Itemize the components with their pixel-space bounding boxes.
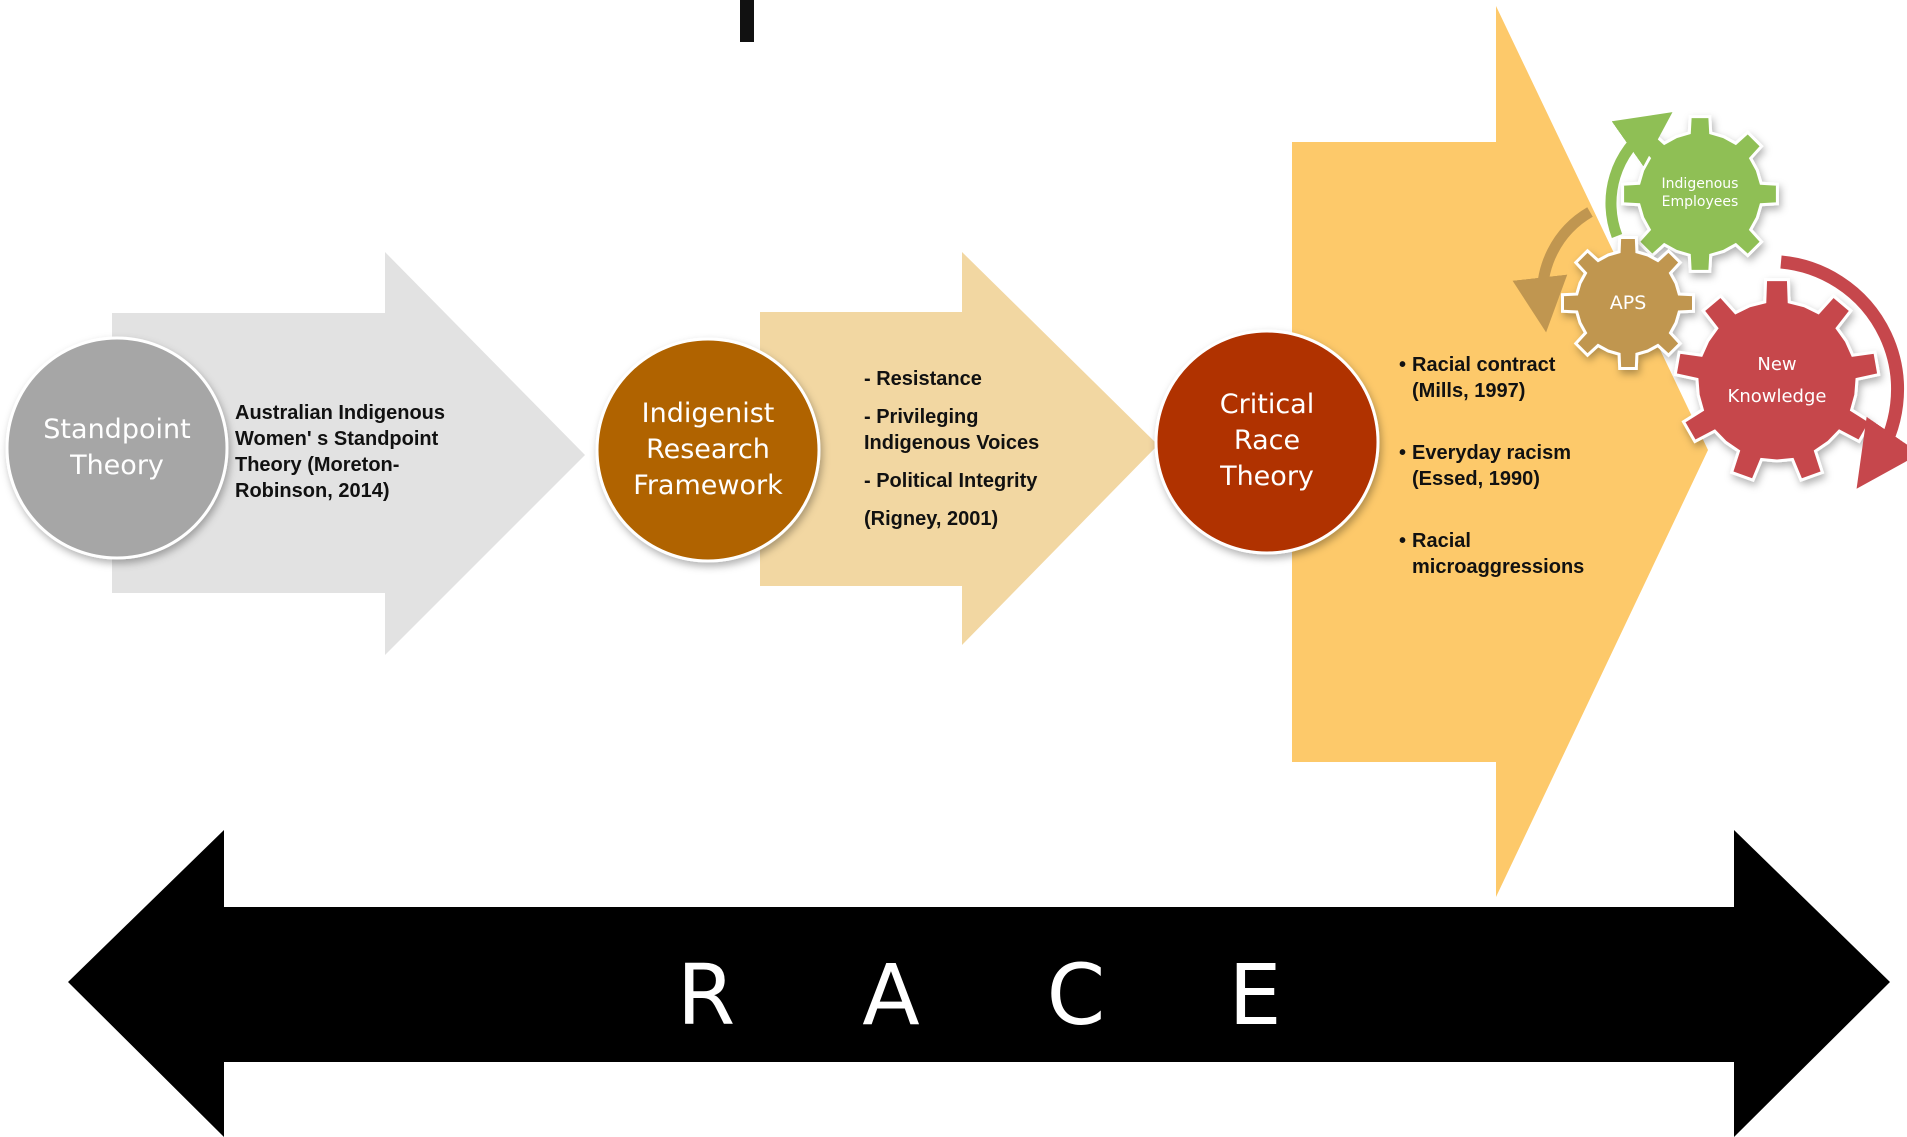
- stage-1-circle-label: Standpoint Theory: [17, 398, 217, 498]
- race-letter: A: [862, 946, 920, 1044]
- tan-cycle-arrow: [1512, 207, 1593, 333]
- red-cycle-arrow: [1780, 255, 1907, 489]
- stage-3-notes: • Racial contract (Mills, 1997) • Everyd…: [1399, 352, 1629, 580]
- stage-1-note-line: Women' s Standpoint: [235, 428, 439, 450]
- gear-label-line: New: [1757, 354, 1797, 375]
- stage-2-circle-label: Indigenist Research Framework: [608, 395, 808, 505]
- bullet-icon: •: [1399, 442, 1407, 464]
- stage-2-note-line: - Resistance: [864, 368, 982, 390]
- stage-1-notes: Australian Indigenous Women' s Standpoin…: [235, 400, 475, 504]
- stage-3-note-line: (Essed, 1990): [1412, 468, 1540, 490]
- stage-3-note-line: Racial contract: [1412, 354, 1556, 376]
- stage-circle-3: [1154, 329, 1380, 555]
- gear-label-line: Knowledge: [1727, 386, 1827, 407]
- stage-2-note-line: (Rigney, 2001): [864, 508, 999, 530]
- stage-1-label-line-1: Standpoint: [43, 414, 191, 445]
- stage-arrow-1: [112, 252, 585, 655]
- stage-3-label-line-1: Critical: [1219, 389, 1315, 420]
- stage-2-label-line-3: Framework: [633, 470, 783, 501]
- stage-1-note-line: Theory (Moreton-: [235, 454, 400, 476]
- stage-3-label-line-2: Race: [1233, 425, 1301, 456]
- gear-indigenous-employees-label: Indigenous Employees: [1640, 168, 1760, 218]
- green-cycle-arrow: [1605, 112, 1673, 238]
- race-letter: E: [1228, 946, 1282, 1044]
- bullet-icon: •: [1399, 530, 1407, 552]
- stage-2-note-line: Indigenous Voices: [864, 432, 1040, 454]
- bullet-icon: •: [1399, 354, 1407, 376]
- stage-1-label-line-2: Theory: [70, 450, 164, 481]
- stage-2-label-line-1: Indigenist: [641, 398, 775, 429]
- race-letter: C: [1046, 946, 1106, 1044]
- stage-circle-2: [595, 337, 821, 563]
- stage-1-note-line: Robinson, 2014): [235, 480, 390, 502]
- gear-label-line: Employees: [1661, 194, 1739, 210]
- gear-new-knowledge-label: New Knowledge: [1712, 348, 1842, 414]
- stage-circle-1: [5, 336, 229, 560]
- race-letter: R: [676, 946, 736, 1044]
- cropped-title-glyph: [740, 0, 754, 42]
- stage-2-notes: - Resistance - Privileging Indigenous Vo…: [864, 366, 1094, 532]
- gear-aps-label: APS: [1578, 285, 1678, 321]
- stage-3-note-line: Racial: [1412, 530, 1471, 552]
- stage-3-bullet-1: • Racial contract (Mills, 1997): [1399, 352, 1629, 404]
- gear-label-line: APS: [1609, 292, 1647, 314]
- gear-aps: [1561, 236, 1695, 370]
- gear-new-knowledge: [1673, 278, 1881, 482]
- stage-arrow-3: [1292, 6, 1708, 897]
- stage-3-bullet-3: • Racial microaggressions: [1399, 528, 1629, 580]
- stage-2-label-line-2: Research: [646, 434, 770, 465]
- stage-3-note-line: microaggressions: [1412, 556, 1585, 578]
- stage-3-note-line: (Mills, 1997): [1412, 380, 1526, 402]
- stage-arrow-2: [760, 252, 1158, 645]
- gear-label-line: Indigenous: [1661, 176, 1739, 192]
- stage-2-note-line: - Political Integrity: [864, 470, 1038, 492]
- stage-1-note-line: Australian Indigenous: [235, 402, 446, 424]
- stage-3-note-line: Everyday racism: [1412, 442, 1572, 464]
- stage-3-bullet-2: • Everyday racism (Essed, 1990): [1399, 440, 1629, 492]
- stage-3-circle-label: Critical Race Theory: [1167, 386, 1367, 496]
- stage-2-note-line: - Privileging: [864, 406, 979, 428]
- race-double-arrow: [68, 830, 1890, 1137]
- stage-3-label-line-3: Theory: [1220, 461, 1314, 492]
